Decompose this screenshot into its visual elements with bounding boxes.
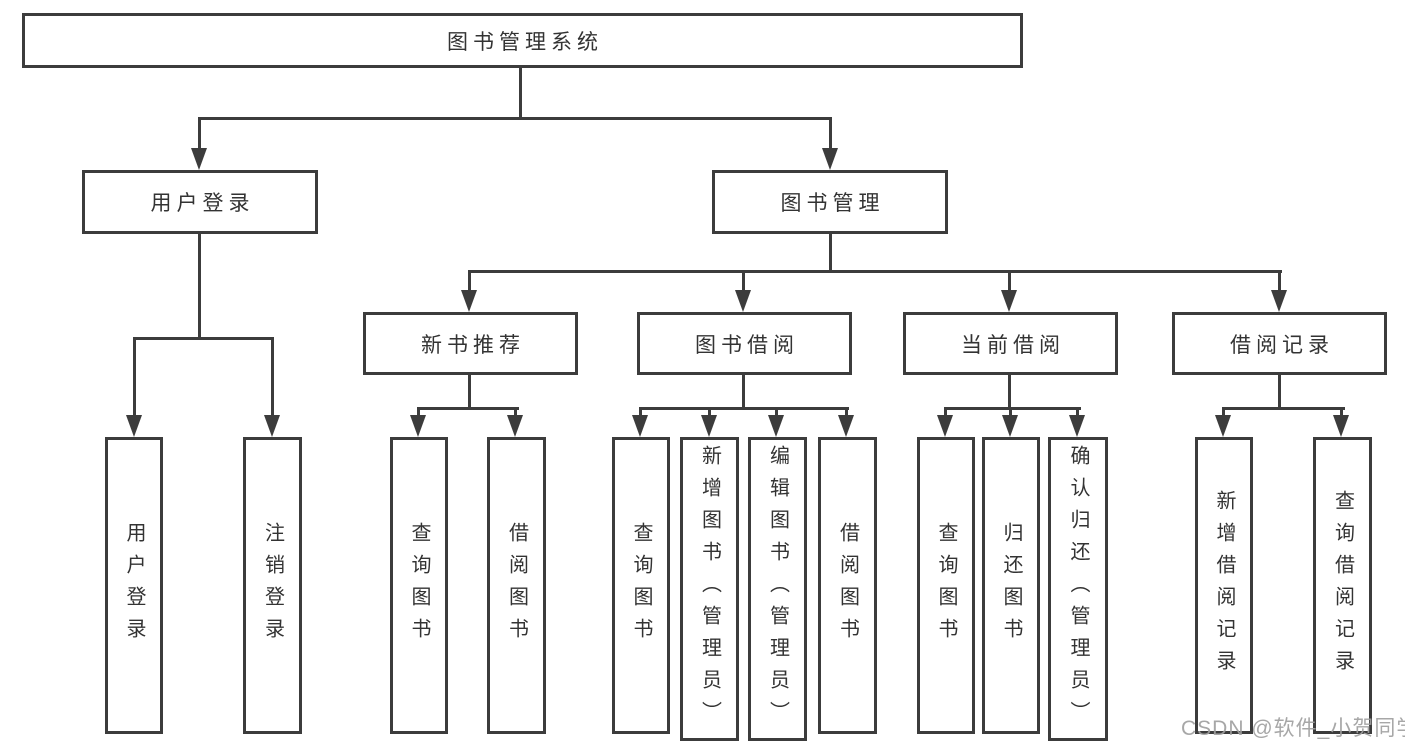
leaf-bb-edit-book-admin-label: 编辑图书（管理员） xyxy=(766,445,789,733)
connector-book-mgmt-stub xyxy=(829,117,832,151)
arrowhead-user-login xyxy=(191,148,207,170)
connector-level3-horizontal xyxy=(468,270,1282,273)
connector-br-query-stub xyxy=(1340,407,1343,419)
node-book-management: 图书管理 xyxy=(712,170,948,234)
connector-borrow-records-stub xyxy=(1278,270,1281,292)
leaf-cb-return-books: 归还图书 xyxy=(982,437,1040,734)
leaf-bb-query-books: 查询图书 xyxy=(612,437,670,734)
node-book-management-label: 图书管理 xyxy=(780,192,885,215)
connector-user-login-vertical xyxy=(198,234,201,340)
leaf-br-query-record: 查询借阅记录 xyxy=(1313,437,1372,734)
arrowhead-br-query xyxy=(1333,415,1349,437)
connector-root-vertical xyxy=(519,68,522,119)
leaf-nb-borrow-books: 借阅图书 xyxy=(487,437,546,734)
connector-new-books-vertical xyxy=(468,375,471,410)
leaf-user-login: 用户登录 xyxy=(105,437,163,734)
arrowhead-new-books xyxy=(461,290,477,312)
node-user-login-label: 用户登录 xyxy=(150,192,255,215)
leaf-cb-query-books: 查询图书 xyxy=(917,437,975,734)
leaf-logout-label: 注销登录 xyxy=(261,521,284,650)
connector-book-borrow-horizontal xyxy=(639,407,849,410)
connector-bb-query-stub xyxy=(639,407,642,419)
connector-leaf-logout-stub xyxy=(271,337,274,418)
connector-current-borrow-stub xyxy=(1008,270,1011,292)
connector-book-borrow-stub xyxy=(742,270,745,292)
arrowhead-leaf-logout xyxy=(264,415,280,437)
arrowhead-borrow-records xyxy=(1271,290,1287,312)
leaf-nb-query-books-label: 查询图书 xyxy=(408,521,430,650)
leaf-bb-query-books-label: 查询图书 xyxy=(630,521,652,650)
connector-book-borrow-vertical xyxy=(742,375,745,410)
connector-user-login-stub xyxy=(198,117,201,151)
leaf-cb-confirm-return-admin-label: 确认归还（管理员） xyxy=(1067,445,1089,733)
leaf-bb-borrow-books: 借阅图书 xyxy=(818,437,877,734)
node-book-borrowing-label: 图书借阅 xyxy=(695,333,799,357)
leaf-cb-query-books-label: 查询图书 xyxy=(935,521,957,650)
arrowhead-book-mgmt xyxy=(822,148,838,170)
csdn-watermark: CSDN @软件_小贺同学 xyxy=(1181,717,1405,740)
connector-borrow-records-horizontal xyxy=(1222,407,1345,410)
leaf-bb-add-book-admin: 新增图书（管理员） xyxy=(680,437,739,741)
connector-current-borrow-vertical xyxy=(1008,375,1011,410)
leaf-bb-borrow-books-label: 借阅图书 xyxy=(836,521,859,650)
arrowhead-cb-confirm xyxy=(1069,415,1085,437)
connector-borrow-records-vertical xyxy=(1278,375,1281,410)
leaf-cb-return-books-label: 归还图书 xyxy=(1000,521,1022,650)
connector-book-mgmt-vertical xyxy=(829,234,832,270)
connector-current-borrow-horizontal xyxy=(944,407,1081,410)
connector-nb-query-stub xyxy=(417,407,420,419)
connector-br-add-stub xyxy=(1222,407,1225,419)
arrowhead-book-borrow xyxy=(735,290,751,312)
arrowhead-nb-query xyxy=(410,415,426,437)
connector-cb-confirm-stub xyxy=(1076,407,1079,419)
connector-cb-query-stub xyxy=(944,407,947,419)
connector-bb-borrow-stub xyxy=(845,407,848,419)
leaf-br-add-record-label: 新增借阅记录 xyxy=(1213,489,1235,682)
connector-bb-edit-stub xyxy=(775,407,778,419)
leaf-br-query-record-label: 查询借阅记录 xyxy=(1331,489,1354,682)
connector-new-books-stub xyxy=(468,270,471,292)
arrowhead-leaf-login xyxy=(126,415,142,437)
arrowhead-bb-edit xyxy=(768,415,784,437)
leaf-br-add-record: 新增借阅记录 xyxy=(1195,437,1253,734)
node-user-login: 用户登录 xyxy=(82,170,318,234)
connector-new-books-horizontal xyxy=(417,407,519,410)
node-new-book-recommend-label: 新书推荐 xyxy=(421,333,525,357)
arrowhead-br-add xyxy=(1215,415,1231,437)
node-book-borrowing: 图书借阅 xyxy=(637,312,852,375)
connector-level2-horizontal xyxy=(198,117,832,120)
node-root-library-system: 图书管理系统 xyxy=(22,13,1023,68)
leaf-cb-confirm-return-admin: 确认归还（管理员） xyxy=(1048,437,1108,741)
arrowhead-bb-add xyxy=(701,415,717,437)
leaf-nb-query-books: 查询图书 xyxy=(390,437,448,734)
arrowhead-cb-query xyxy=(937,415,953,437)
node-root-label: 图书管理系统 xyxy=(447,30,603,54)
arrowhead-bb-query xyxy=(632,415,648,437)
leaf-user-login-label: 用户登录 xyxy=(123,521,145,650)
connector-bb-add-stub xyxy=(708,407,711,419)
connector-nb-borrow-stub xyxy=(514,407,517,419)
connector-cb-return-stub xyxy=(1009,407,1012,419)
arrowhead-nb-borrow xyxy=(507,415,523,437)
arrowhead-cb-return xyxy=(1002,415,1018,437)
arrowhead-bb-borrow xyxy=(838,415,854,437)
node-new-book-recommend: 新书推荐 xyxy=(363,312,578,375)
leaf-bb-edit-book-admin: 编辑图书（管理员） xyxy=(748,437,807,741)
node-current-borrowing-label: 当前借阅 xyxy=(961,333,1065,357)
leaf-bb-add-book-admin-label: 新增图书（管理员） xyxy=(698,445,721,733)
node-current-borrowing: 当前借阅 xyxy=(903,312,1118,375)
connector-user-login-horizontal xyxy=(133,337,274,340)
connector-leaf-login-stub xyxy=(133,337,136,418)
node-borrowing-records: 借阅记录 xyxy=(1172,312,1387,375)
leaf-nb-borrow-books-label: 借阅图书 xyxy=(505,521,528,650)
leaf-logout: 注销登录 xyxy=(243,437,302,734)
arrowhead-current-borrow xyxy=(1001,290,1017,312)
node-borrowing-records-label: 借阅记录 xyxy=(1230,333,1334,357)
